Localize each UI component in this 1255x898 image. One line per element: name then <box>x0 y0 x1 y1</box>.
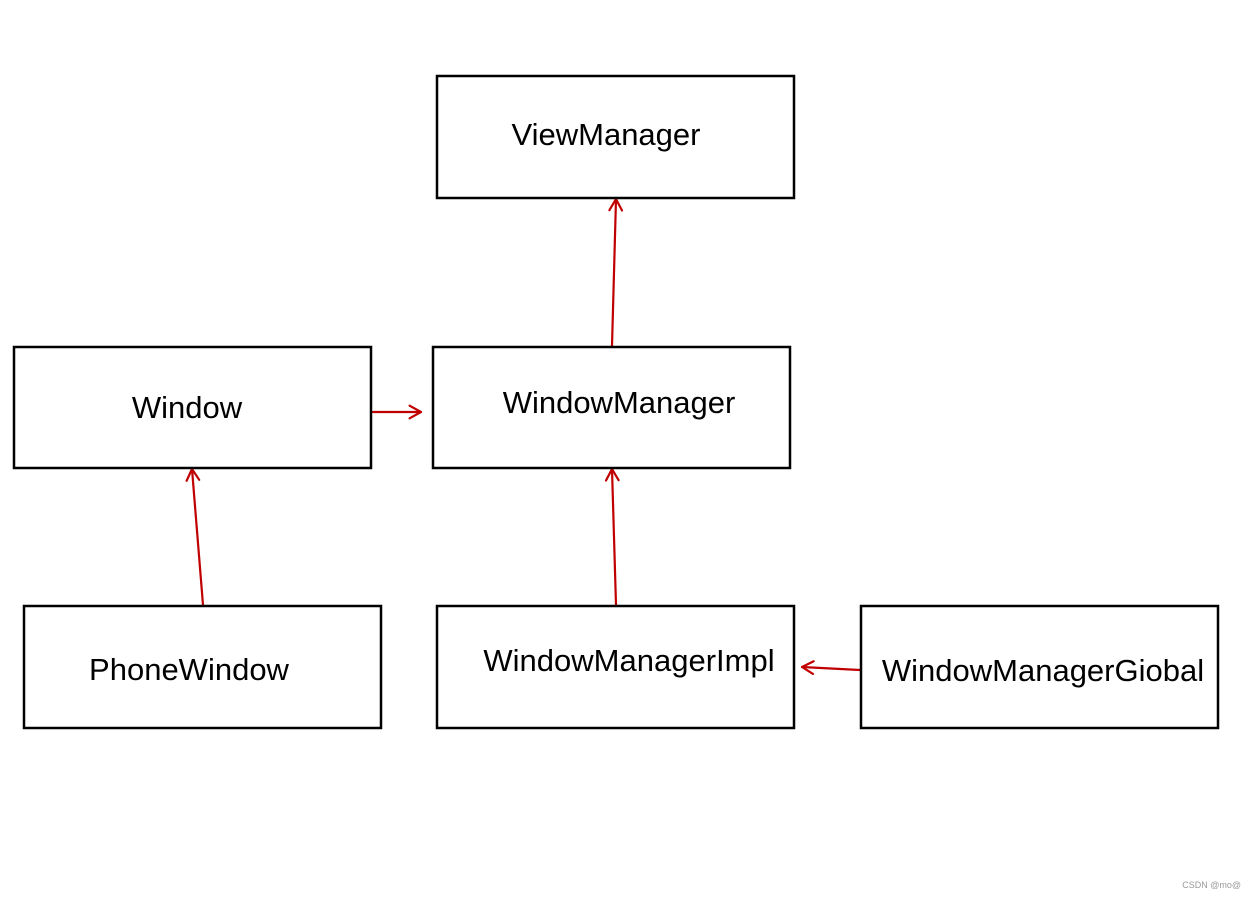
edge-windowmanagerimpl-to-windowmanager <box>604 467 620 607</box>
node-label-windowmanagerglobal: WindowManagerGiobal <box>882 653 1204 688</box>
node-phonewindow: PhoneWindow <box>22 604 383 730</box>
node-windowmanager: WindowManager <box>431 345 792 470</box>
node-window: Window <box>12 345 373 470</box>
edge-line <box>190 467 205 607</box>
node-viewmanager: ViewManager <box>435 74 796 200</box>
edge-windowmanager-to-viewmanager <box>608 197 624 348</box>
edge-line <box>800 665 862 672</box>
node-windowmanagerglobal: WindowManagerGiobal <box>859 604 1220 730</box>
edge-line <box>610 467 618 607</box>
edge-line <box>610 197 618 348</box>
node-label-viewmanager: ViewManager <box>512 117 701 152</box>
node-label-phonewindow: PhoneWindow <box>89 652 290 687</box>
edge-window-to-windowmanager <box>371 404 423 420</box>
edge-phonewindow-to-window <box>185 467 205 607</box>
edge-windowmanagerglobal-to-windowmanagerimpl <box>800 660 862 675</box>
arrowhead-icon <box>800 660 815 675</box>
node-label-windowmanagerimpl: WindowManagerImpl <box>483 643 774 678</box>
node-windowmanagerimpl: WindowManagerImpl <box>435 604 796 730</box>
node-label-windowmanager: WindowManager <box>503 385 736 420</box>
watermark: CSDN @mo@ <box>1182 880 1241 890</box>
node-label-window: Window <box>132 390 243 425</box>
arrowhead-icon <box>408 404 423 420</box>
